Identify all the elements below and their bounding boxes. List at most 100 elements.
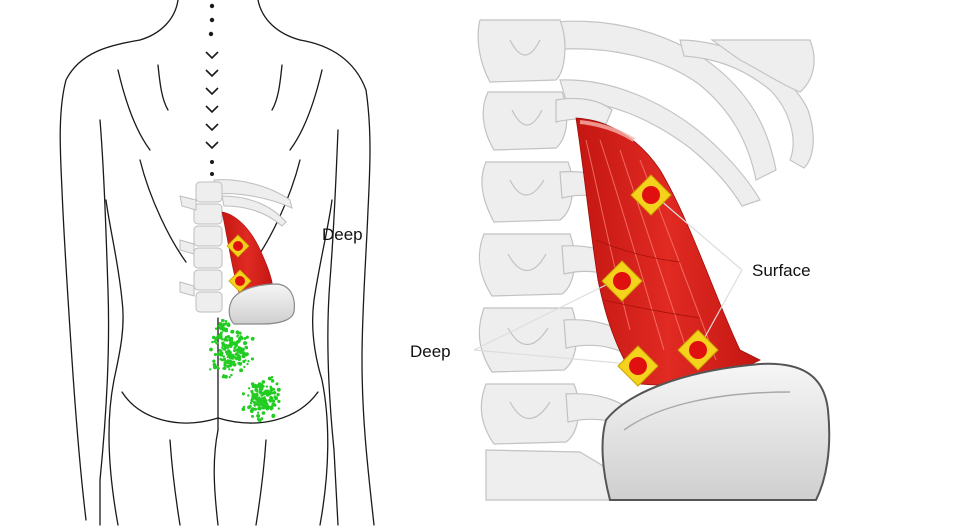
pain-dot <box>261 380 266 384</box>
pain-dot <box>261 411 266 415</box>
pain-dot <box>270 375 274 379</box>
pain-dot <box>213 365 217 370</box>
trigger-point-surface-upper <box>630 174 672 216</box>
trigger-point-deep-upper <box>601 260 643 302</box>
pain-dot <box>209 347 213 352</box>
pain-dot <box>222 355 225 358</box>
pain-dot <box>243 337 247 340</box>
pain-dot <box>223 363 227 367</box>
pain-dot <box>249 401 253 405</box>
pain-dot <box>235 330 240 335</box>
pain-dot <box>253 407 258 411</box>
pain-dot <box>226 360 230 364</box>
pain-dot <box>241 392 245 396</box>
pain-dot <box>245 341 248 344</box>
pain-dot <box>219 357 223 361</box>
label-deep-left: Deep <box>322 225 363 244</box>
leader-lines <box>473 199 743 365</box>
pain-dot <box>255 388 259 392</box>
pain-dot <box>266 405 269 408</box>
pain-dot <box>217 367 220 370</box>
pain-dot <box>233 346 236 350</box>
iliac-crest <box>601 362 831 501</box>
pain-dot <box>228 368 231 371</box>
pain-dot <box>256 411 260 414</box>
pain-dot <box>236 334 240 337</box>
pain-dot <box>222 347 225 351</box>
pain-dot <box>227 322 230 325</box>
pain-dot <box>227 354 232 358</box>
pain-dot <box>255 393 259 396</box>
pain-dot <box>259 383 264 387</box>
pain-dot <box>253 385 257 389</box>
pain-dot <box>209 368 212 371</box>
pain-dot <box>250 357 254 361</box>
pain-dot <box>240 350 244 355</box>
pain-dot <box>261 405 266 410</box>
pain-dot <box>242 405 246 409</box>
trigger-point-deep-lower <box>617 345 659 387</box>
pain-dot <box>250 389 254 393</box>
pain-dot <box>276 387 281 392</box>
pain-dot <box>260 391 264 396</box>
pain-dot <box>251 414 254 418</box>
pain-dot <box>228 375 231 379</box>
pain-dot <box>229 362 233 366</box>
pain-dot <box>247 394 250 397</box>
pain-dot <box>231 368 234 372</box>
pain-dot <box>276 393 280 397</box>
small-pelvis <box>228 283 295 325</box>
pain-dot <box>222 367 225 370</box>
pain-dot <box>272 391 277 395</box>
pain-dot <box>230 337 234 340</box>
pain-dot <box>255 398 259 401</box>
pain-dot <box>238 361 243 366</box>
pain-dot <box>237 339 241 343</box>
pain-dot <box>248 404 252 408</box>
pain-dot <box>232 362 237 367</box>
pain-dot <box>230 353 235 358</box>
pain-dot <box>250 407 255 412</box>
pain-dot <box>239 368 244 373</box>
pain-dot <box>252 400 257 404</box>
pain-dot <box>269 389 273 393</box>
pain-dot <box>251 392 256 397</box>
quadratus-lumborum-muscle <box>575 117 761 386</box>
pain-dot <box>221 341 225 345</box>
ribs <box>539 20 815 207</box>
pain-dot <box>214 337 218 342</box>
pain-dot <box>211 335 216 340</box>
pain-dot <box>245 335 249 339</box>
pain-dot <box>250 336 255 341</box>
pain-dot <box>213 352 218 357</box>
pain-dot <box>215 341 219 345</box>
spine-dots <box>205 3 219 176</box>
pain-dot <box>246 362 249 366</box>
pain-dot <box>231 329 235 333</box>
pain-dot <box>244 359 247 362</box>
pain-dot <box>274 396 279 401</box>
pain-dot <box>226 364 230 368</box>
pain-dot <box>225 336 228 340</box>
pain-dot <box>264 390 267 394</box>
pain-dot <box>228 342 232 346</box>
pain-dot <box>220 323 223 327</box>
pain-dot <box>218 326 222 330</box>
pain-dot <box>223 374 228 379</box>
pain-dot <box>231 360 234 363</box>
pain-dot <box>224 350 228 354</box>
pain-dot <box>245 346 249 350</box>
pain-dot <box>213 340 216 343</box>
pain-dot <box>224 320 228 323</box>
pain-dot <box>233 342 236 346</box>
pain-dot <box>223 361 227 365</box>
pain-dot <box>277 399 281 404</box>
pain-dot <box>259 400 263 404</box>
pain-dot <box>275 382 279 386</box>
pain-dot <box>212 359 216 363</box>
pain-dot <box>245 352 249 356</box>
pain-dot <box>239 335 242 338</box>
pain-dot <box>271 413 276 418</box>
label-surface: Surface <box>752 261 811 280</box>
